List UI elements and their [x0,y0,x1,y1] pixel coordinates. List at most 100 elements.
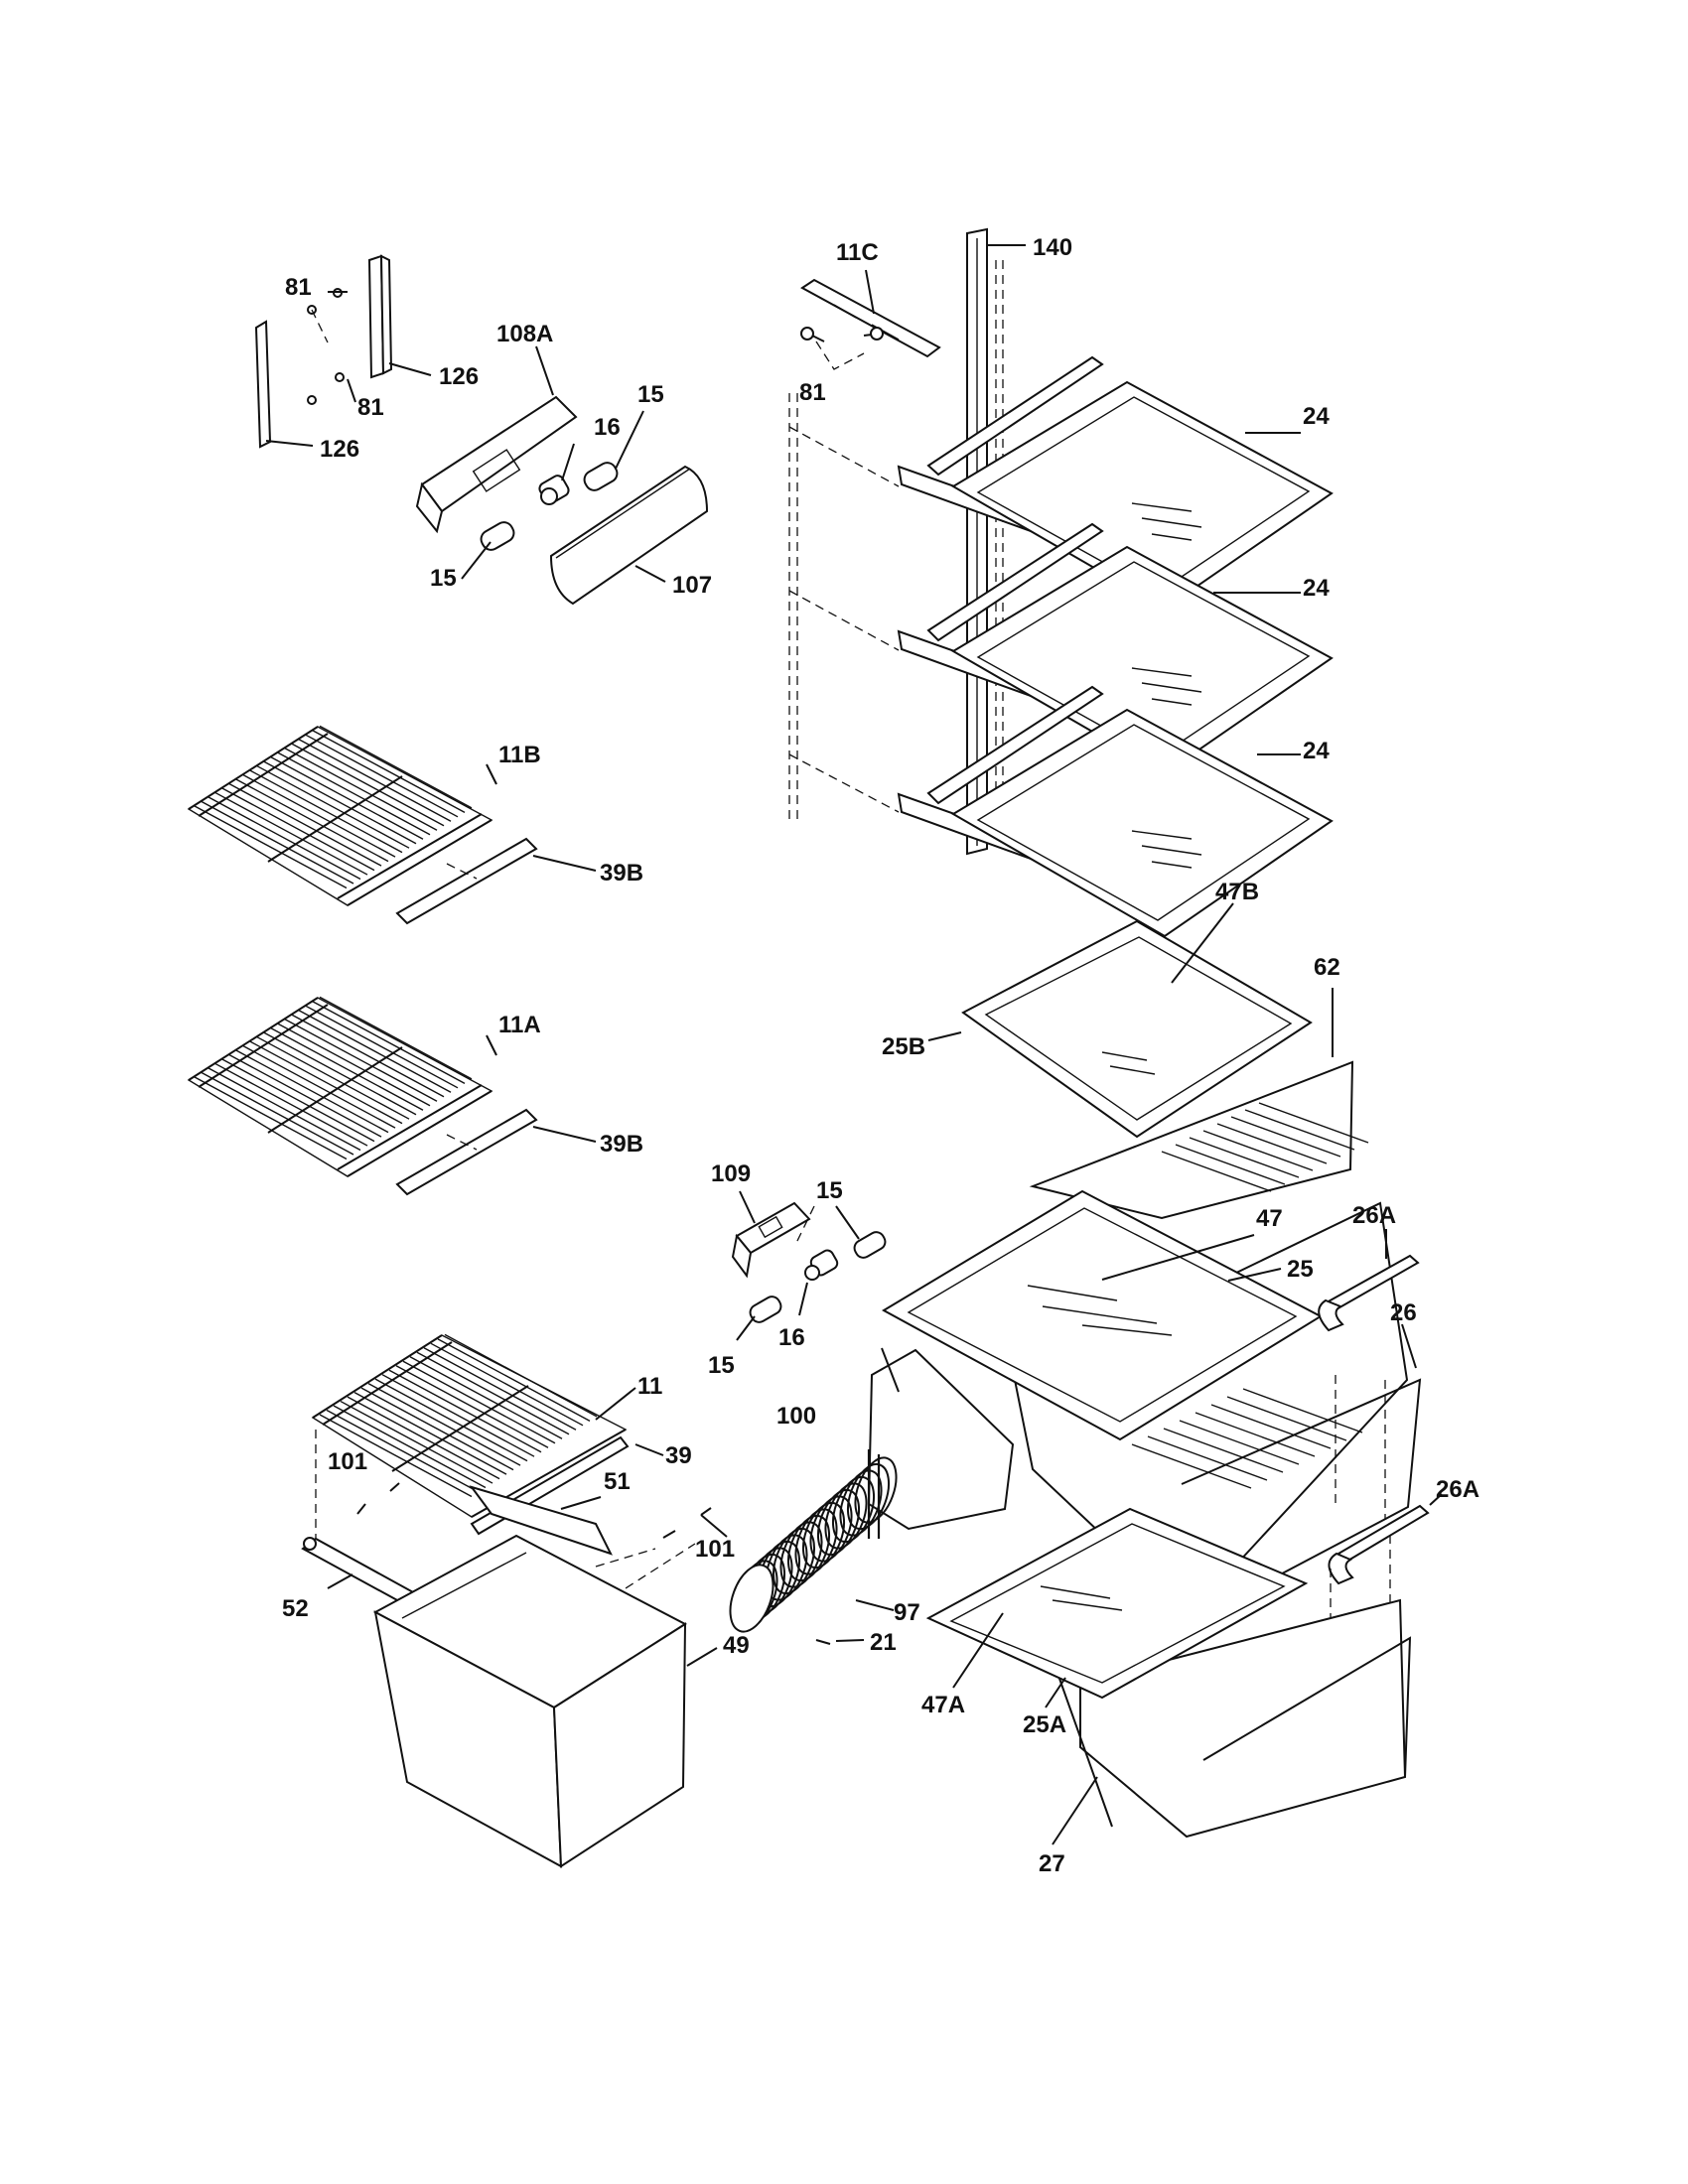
crisper-slat [1195,1412,1316,1457]
crisper-slat [1163,1428,1284,1473]
crisper-slat [1202,1130,1314,1171]
wire-rod [277,751,431,836]
crisper-slat [1230,1116,1341,1158]
drawer-slide-bracket [1318,1229,1443,1767]
callout-label: 109 [711,1160,751,1187]
callout-label: 26A [1436,1476,1479,1503]
wire-rod [347,1396,500,1480]
crisper-slat [1226,1396,1347,1441]
callout-label: 15 [637,381,664,408]
callout-label: 24 [1303,403,1330,430]
crisper-slat [1210,1404,1332,1449]
screw [315,1430,728,1539]
callout-label: 11C [836,239,879,266]
wire-rod [228,782,382,867]
callout-label: 39B [600,1131,643,1158]
callout-labels: 140 11C 81 81 81 108A 126 126 15 16 15 1… [282,234,1479,1877]
wire-rod [298,739,452,822]
callout-label: 62 [1314,954,1340,981]
callout-label: 15 [430,565,457,592]
shelf-trim-39b [395,1108,597,1196]
light-bulb [461,410,644,580]
callout-label: 51 [604,1468,631,1495]
glass-shelf-3 [897,685,1334,938]
wire-rod [249,1040,403,1125]
wire-rod [194,805,348,889]
shelf-slide-51 [469,1485,613,1556]
wire-rod [208,1067,361,1152]
callout-label: 47B [1215,879,1259,905]
wire-rod [284,748,438,831]
callout-label: 108A [496,321,553,347]
wire-rod [444,1333,598,1418]
callout-label: 11A [498,1012,541,1038]
wire-rod [312,730,466,813]
crisper-slat [1147,1435,1268,1481]
light-shield [549,465,709,606]
wire-rod [374,1378,528,1462]
wire-rod [319,1414,473,1498]
wire-rod [221,1058,375,1143]
crisper-slat [1161,1151,1272,1192]
callout-label: 16 [594,414,621,441]
callout-label: 100 [776,1403,816,1430]
wire-rod [340,1400,493,1484]
callout-label: 25B [882,1033,925,1060]
callout-label: 101 [328,1448,367,1475]
wire-shelf-11a [187,996,497,1177]
crisper-cover-25 [881,1189,1386,1519]
callout-label: 11B [498,742,541,768]
callout-label: 21 [870,1629,897,1656]
wire-rod [214,1062,368,1147]
wire-rod [214,791,368,876]
callout-label: 26A [1352,1202,1396,1229]
wire-rod [228,1053,382,1138]
wire-rod [388,1369,542,1453]
wire-rod [263,760,417,845]
crisper-slat [1242,1388,1363,1433]
coil-loop [854,1456,898,1524]
callout-label: 81 [799,379,826,406]
light-socket [798,1249,839,1316]
wire-rod [395,1365,549,1448]
callout-label: 81 [285,274,312,301]
callout-label: 25 [1287,1256,1314,1283]
wire-rod [256,765,410,849]
callout-label: 24 [1303,575,1330,602]
callout-label: 140 [1033,234,1072,261]
shelf-trim-39b [395,837,597,925]
callout-label: 24 [1303,738,1330,764]
crisper-cover-25a [925,1507,1309,1845]
callout-label: 11 [637,1373,662,1400]
callout-label: 47A [921,1692,965,1718]
callout-label: 47 [1256,1205,1283,1232]
wire-rod [194,1076,348,1160]
wire-rod [367,1383,521,1466]
wire-rod [305,734,459,818]
wire-rod [208,796,361,881]
wire-rod [319,996,473,1080]
screw [815,1639,865,1645]
wire-rod [263,1031,417,1116]
crisper-slat [1258,1102,1369,1144]
coil-loop [846,1462,891,1531]
support-rail [788,227,1026,856]
wire-rod [270,1027,424,1111]
callout-label: 27 [1039,1850,1065,1877]
callout-label: 26 [1390,1299,1417,1326]
crisper-slat [1179,1420,1300,1465]
dashed-guides [466,1543,696,1629]
light-socket [538,443,575,505]
callout-label: 81 [357,394,384,421]
wire-rod [235,1049,389,1134]
wire-rod [416,1351,570,1435]
storage-pan-49 [372,1534,718,1868]
wire-rod [381,1374,535,1457]
callout-label: 107 [672,572,712,599]
callout-label: 15 [816,1177,843,1204]
callout-label: 16 [778,1324,805,1351]
light-bracket [415,345,578,534]
heater-coil-97 [729,1347,1015,1633]
crisper-cover-25b [927,902,1369,1220]
